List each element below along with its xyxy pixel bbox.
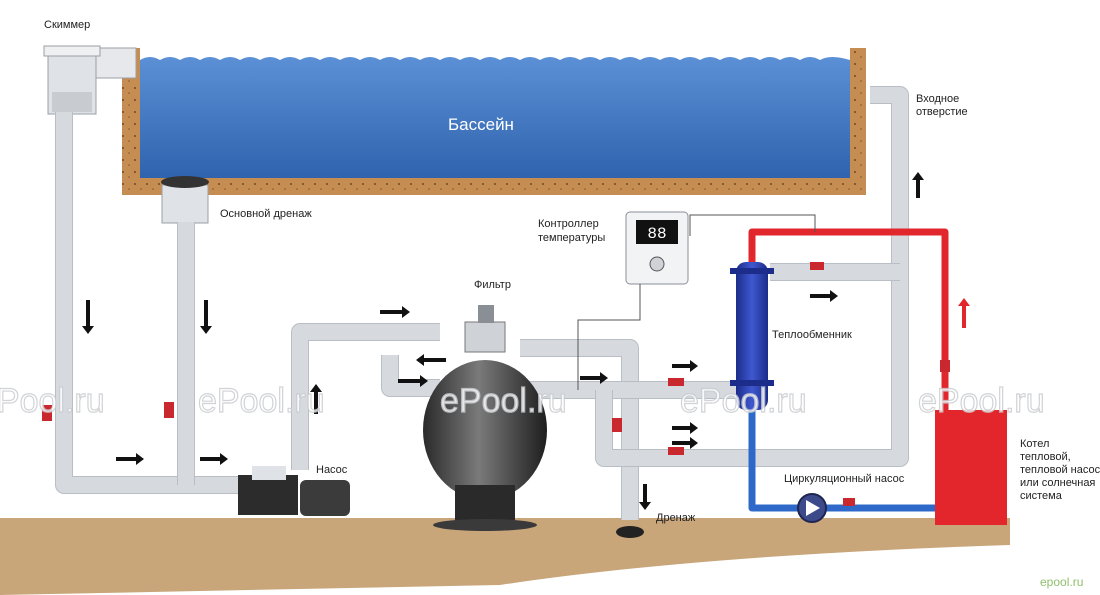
watermark-5: ePool.ru [918, 382, 1045, 420]
label-filter: Фильтр [474, 279, 511, 291]
label-boiler-1: Котел [1020, 438, 1049, 450]
main-drain [161, 176, 209, 224]
pool-water [140, 57, 850, 178]
label-main-drain: Основной дренаж [220, 208, 312, 220]
label-boiler-3: тепловой насос [1020, 464, 1100, 476]
label-circulation-pump: Циркуляционный насос [784, 473, 905, 485]
cold-line [748, 405, 935, 512]
flow-arrows [82, 172, 970, 510]
main-pump [238, 466, 350, 516]
label-controller-1: Контроллер [538, 218, 599, 230]
sensor-wire [689, 214, 816, 236]
controller-display: 88 [647, 225, 666, 243]
pipes [55, 86, 909, 520]
label-boiler-4: или солнечная [1020, 477, 1095, 489]
label-boiler-5: система [1020, 490, 1063, 502]
label-controller-2: температуры [538, 232, 605, 244]
temperature-controller: 88 [625, 211, 689, 285]
circulation-pump [797, 493, 827, 523]
label-drain: Дренаж [656, 512, 696, 524]
skimmer [43, 45, 137, 115]
label-pump: Насос [316, 464, 348, 476]
label-pool: Бассейн [448, 115, 514, 134]
label-inlet-1: Входное [916, 93, 959, 105]
filter-tank [423, 305, 547, 531]
label-inlet-2: отверстие [916, 106, 968, 118]
controller-wire [577, 284, 641, 390]
label-heat-exchanger: Теплообменник [772, 329, 852, 341]
watermark-3: ePool.ru [440, 382, 567, 420]
boiler [935, 410, 1007, 525]
label-skimmer: Скиммер [44, 19, 90, 31]
watermark-4: ePool.ru [680, 382, 807, 420]
heat-exchanger [730, 262, 774, 410]
label-boiler-2: тепловой, [1020, 451, 1071, 463]
watermark-2: ePool.ru [198, 382, 325, 420]
corner-watermark: epool.ru [1040, 575, 1083, 589]
drain-hole [616, 526, 644, 538]
hot-line [748, 228, 949, 410]
valves [42, 262, 950, 506]
watermark-1: ePool.ru [0, 382, 105, 420]
ground [0, 518, 1010, 595]
